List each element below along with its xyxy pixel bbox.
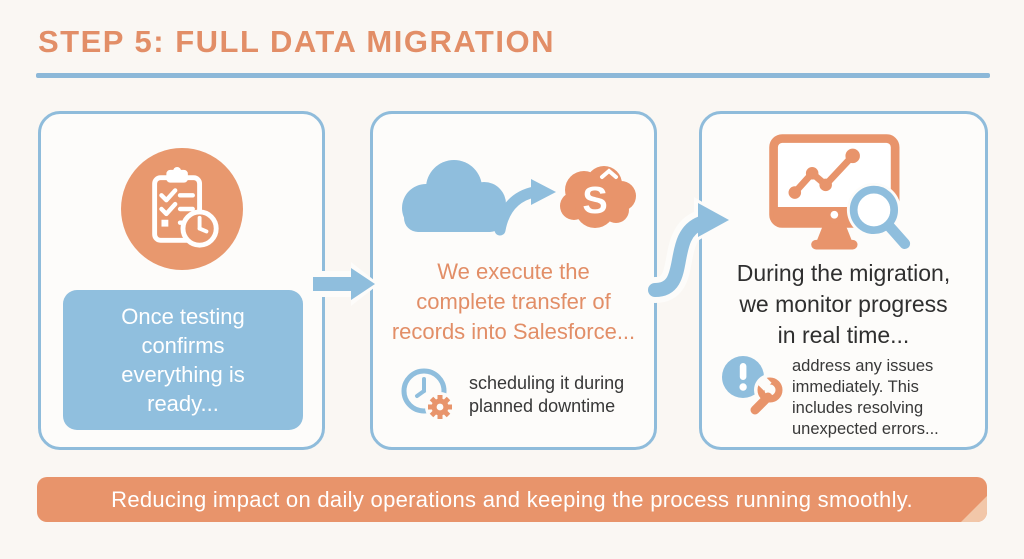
- arrow-right-icon: [313, 262, 379, 306]
- corner-fold-decoration: [961, 496, 987, 522]
- heading-line: We execute the: [437, 259, 590, 284]
- transfer-arrow-icon: [494, 186, 539, 236]
- callout-line: confirms: [141, 333, 225, 358]
- panel-execute-transfer: S We execute the complete transfer of re…: [370, 111, 657, 450]
- callout-line: everything is: [121, 362, 245, 387]
- callout-line: Once testing: [121, 304, 245, 329]
- clipboard-clock-badge: [120, 148, 243, 270]
- heading-line: in real time...: [777, 322, 910, 348]
- cloud-transfer-row: S: [388, 146, 640, 257]
- heading-line: During the migration,: [736, 260, 951, 286]
- title-underline: [36, 73, 990, 78]
- salesforce-letter: S: [582, 180, 607, 222]
- monitor-chart-magnifier-icon: [768, 134, 910, 250]
- issues-note: address any issues immediately. This inc…: [718, 352, 939, 440]
- panel-monitor-progress: During the migration, we monitor progres…: [699, 111, 988, 450]
- note-line: planned downtime: [469, 396, 616, 416]
- heading-line: records into Salesforce...: [391, 319, 636, 344]
- note-line: unexpected errors...: [792, 420, 939, 438]
- cloud-transfer-icon: S: [401, 160, 636, 236]
- note-line: includes resolving: [792, 399, 924, 417]
- callout-line: ready...: [147, 391, 219, 416]
- heading-line: we monitor progress: [739, 291, 948, 317]
- alert-wrench-icon: [722, 356, 784, 416]
- issues-note-text: address any issues immediately. This inc…: [792, 352, 939, 440]
- footer-banner: Reducing impact on daily operations and …: [37, 477, 987, 522]
- note-line: immediately. This: [792, 378, 919, 396]
- monitor-progress-heading: During the migration, we monitor progres…: [702, 258, 985, 351]
- downtime-note: scheduling it during planned downtime: [399, 366, 624, 424]
- arrow-curve-icon: [643, 197, 733, 303]
- note-line: address any issues: [792, 357, 934, 375]
- footer-text: Reducing impact on daily operations and …: [111, 486, 913, 512]
- note-line: scheduling it during: [469, 373, 625, 393]
- execute-transfer-heading: We execute the complete transfer of reco…: [373, 257, 654, 347]
- clock-gear-icon: [401, 368, 455, 422]
- panel-testing-ready: Once testing confirms everything is read…: [38, 111, 325, 450]
- clipboard-checklist-clock-icon: [151, 166, 219, 248]
- testing-ready-callout: Once testing confirms everything is read…: [63, 290, 303, 430]
- downtime-note-text: scheduling it during planned downtime: [469, 372, 624, 418]
- monitor-wrap: [762, 132, 926, 261]
- page-title: STEP 5: FULL DATA MIGRATION: [38, 24, 555, 59]
- letter-caret: [599, 168, 618, 179]
- heading-line: complete transfer of: [416, 289, 611, 314]
